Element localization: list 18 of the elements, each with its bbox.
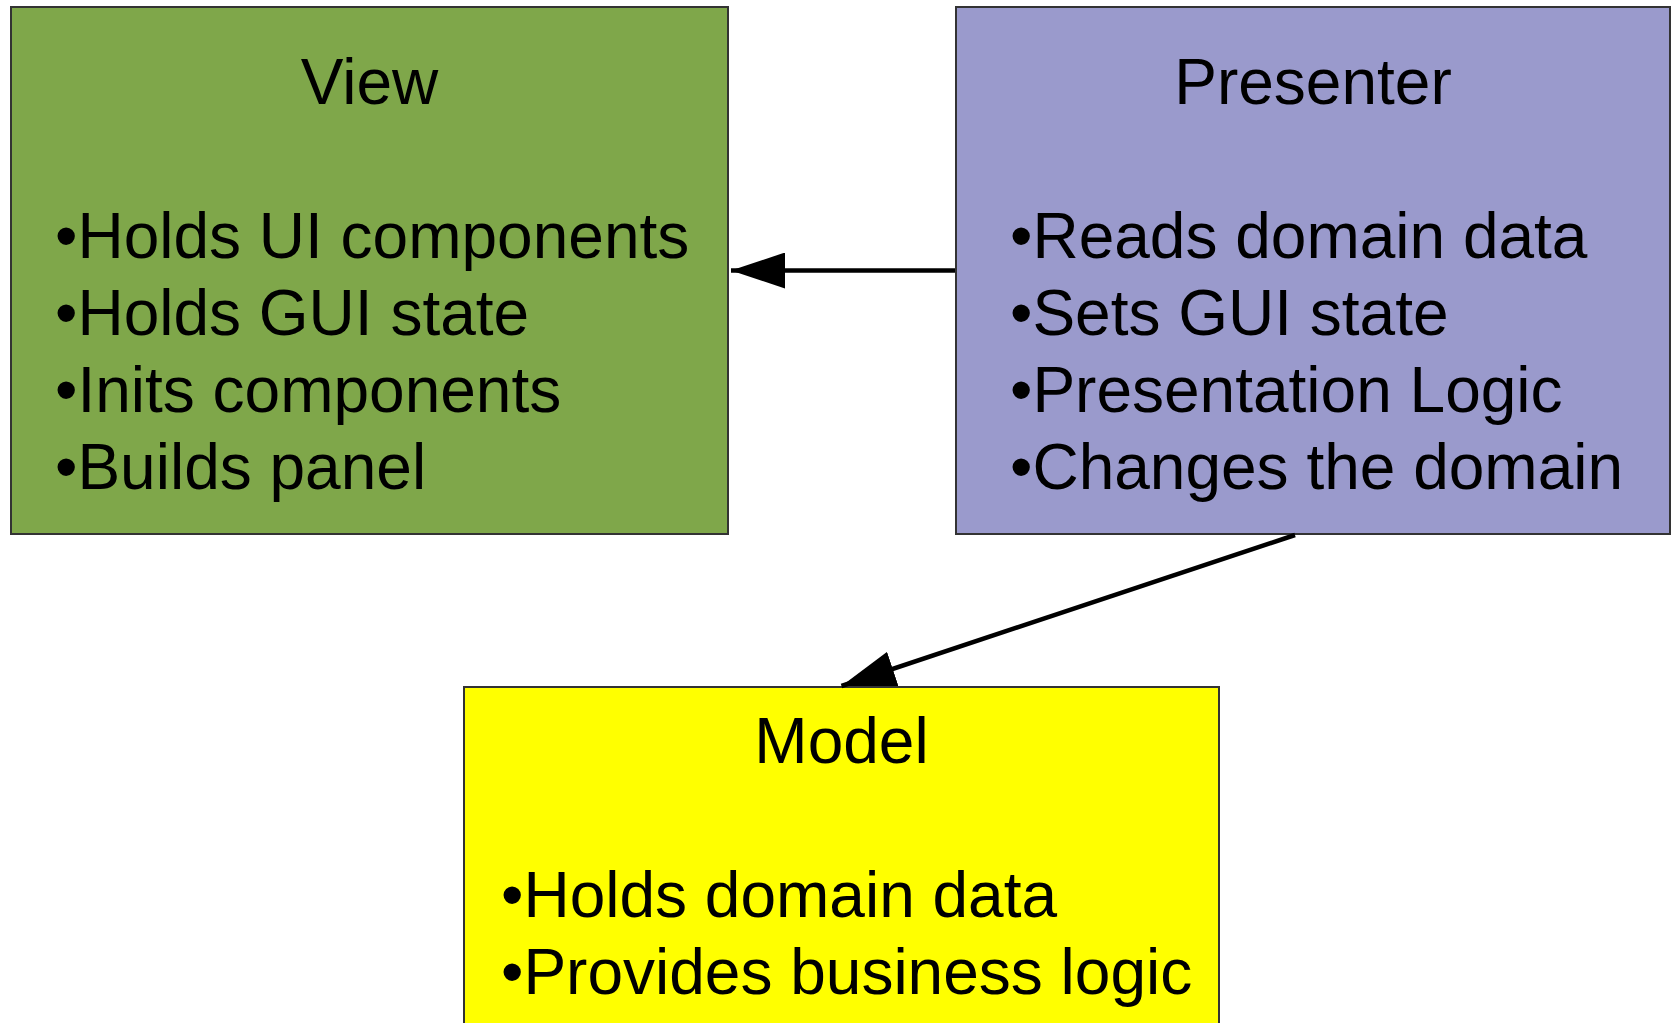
bullet-item: •Holds GUI state (55, 276, 531, 351)
bullet-item: •Presentation Logic (1010, 353, 1564, 428)
bullet-item: •Reads domain data (1010, 199, 1589, 274)
box-title: Presenter (1173, 45, 1453, 120)
bullet-item: •Builds panel (55, 430, 428, 505)
arrow (840, 532, 1296, 689)
bullet-item: •Holds domain data (501, 858, 1059, 933)
box-title: View (299, 45, 440, 120)
bullet-item: •Changes the domain (1010, 430, 1625, 505)
arrow (731, 252, 955, 289)
process-box (955, 6, 1671, 535)
box-title: Model (753, 704, 930, 779)
bullet-item: •Sets GUI state (1010, 276, 1450, 351)
process-box (463, 686, 1220, 1023)
bullet-item: •Inits components (55, 353, 563, 428)
bullet-item: •Holds UI components (55, 199, 691, 274)
process-box (10, 6, 729, 535)
bullet-item: •Provides business logic (501, 935, 1194, 1010)
